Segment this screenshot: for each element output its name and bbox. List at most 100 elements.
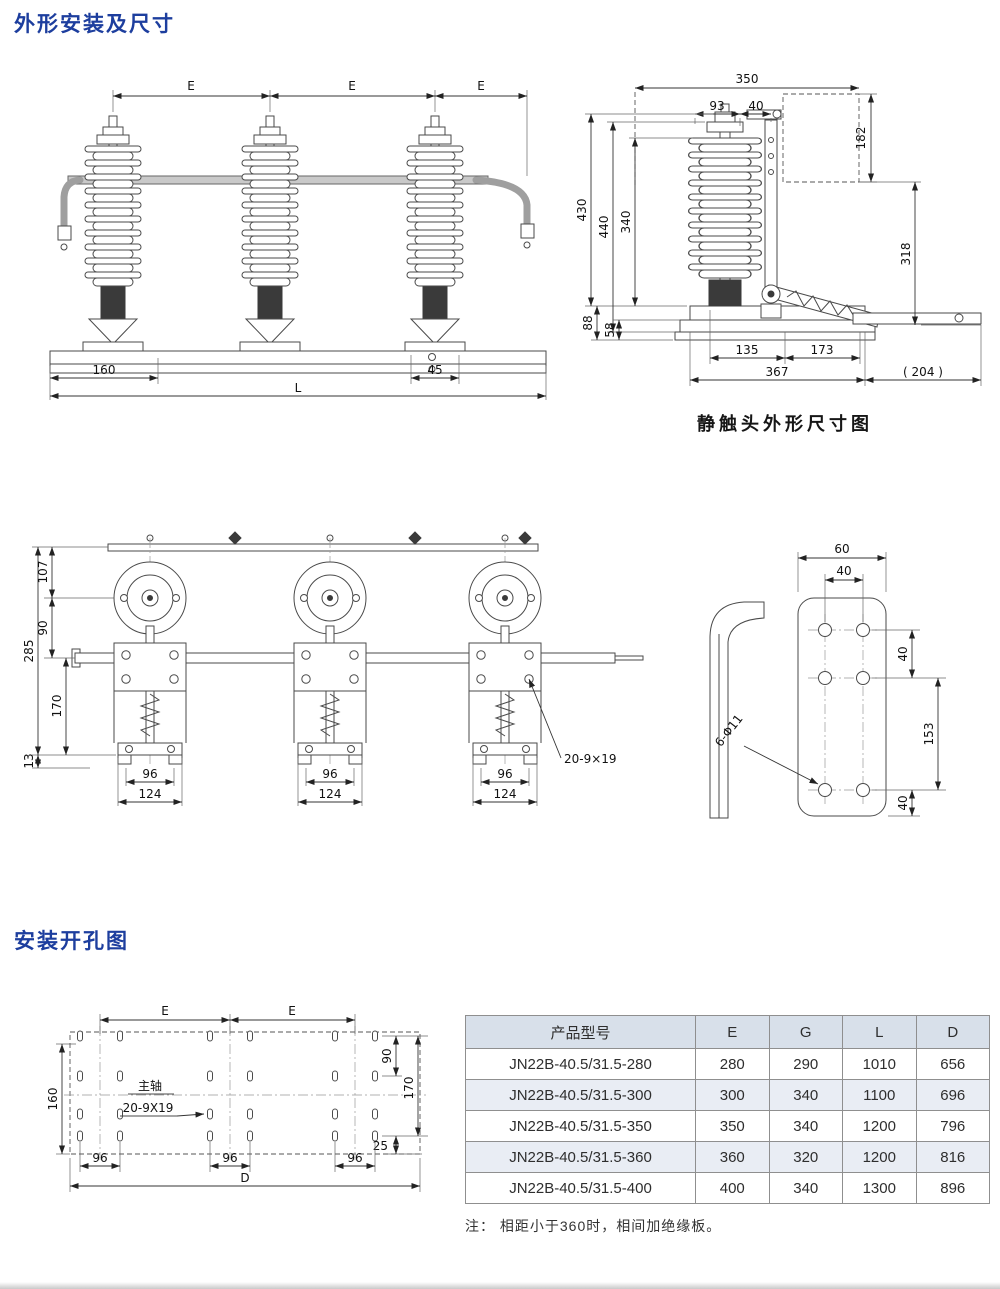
dim-label-440: 440 xyxy=(597,216,611,239)
cell-e: 280 xyxy=(695,1048,770,1080)
dim-label-L: L xyxy=(295,381,302,395)
dim-label-170: 170 xyxy=(402,1077,416,1100)
base-channel xyxy=(49,350,547,365)
cell-g: 290 xyxy=(768,1048,843,1080)
col-header-e: E xyxy=(695,1015,770,1049)
cell-e: 350 xyxy=(695,1110,770,1142)
dim-label-90: 90 xyxy=(380,1048,394,1063)
dim-label-124-3: 124 xyxy=(494,787,517,801)
table-header-row: 产品型号 E G L D xyxy=(465,1015,990,1049)
dim-label-96-2: 96 xyxy=(322,767,337,781)
dim-label-430: 430 xyxy=(575,199,589,222)
slot-spec-label: 20-9X19 xyxy=(123,1101,174,1115)
page-bottom-edge xyxy=(0,1282,1000,1289)
bracket-detail-figure: 60 40 40 153 40 6-Φ11 xyxy=(680,528,970,828)
dim-label-124-2: 124 xyxy=(319,787,342,801)
dim-label-160: 160 xyxy=(46,1088,60,1111)
table-row: JN22B-40.5/31.5-300 300 340 1100 696 xyxy=(465,1079,990,1111)
table-row: JN22B-40.5/31.5-280 280 290 1010 656 xyxy=(465,1048,990,1080)
top-view-drawing: 107 90 285 170 13 96 124 96 124 xyxy=(22,531,644,806)
table-row: JN22B-40.5/31.5-350 350 340 1200 796 xyxy=(465,1110,990,1142)
drilling-dimensions: E E 90 170 25 160 96 96 xyxy=(46,1004,428,1192)
cell-l: 1200 xyxy=(842,1110,917,1142)
table-row: JN22B-40.5/31.5-360 360 320 1200 816 xyxy=(465,1141,990,1173)
cell-d: 656 xyxy=(915,1048,990,1080)
dim-label-e1: E xyxy=(187,79,195,93)
cell-l: 1300 xyxy=(842,1172,917,1204)
cell-d: 816 xyxy=(915,1141,990,1173)
dim-label-60: 60 xyxy=(834,542,849,556)
static-contact-figure: 350 93 40 182 430 440 340 3 xyxy=(575,66,995,436)
cell-g: 340 xyxy=(768,1079,843,1111)
dim-label-40-top: 40 xyxy=(836,564,851,578)
static-contact-dimensions: 350 93 40 182 430 440 340 3 xyxy=(575,72,982,386)
section-title-drilling: 安装开孔图 xyxy=(14,930,129,953)
contact-spring xyxy=(786,290,856,319)
cell-e: 400 xyxy=(695,1172,770,1204)
cell-d: 896 xyxy=(915,1172,990,1204)
section-title-outline: 外形安装及尺寸 xyxy=(14,13,175,36)
top-view-structure xyxy=(71,531,644,767)
dim-label-96-2: 96 xyxy=(222,1151,237,1165)
bracket-structure xyxy=(709,597,887,819)
cell-l: 1010 xyxy=(842,1048,917,1080)
cell-model: JN22B-40.5/31.5-400 xyxy=(465,1172,696,1204)
cell-l: 1200 xyxy=(842,1141,917,1173)
cell-model: JN22B-40.5/31.5-360 xyxy=(465,1141,696,1173)
cell-e: 360 xyxy=(695,1141,770,1173)
dim-label-285: 285 xyxy=(22,640,36,663)
dim-label-96-1: 96 xyxy=(92,1151,107,1165)
mounting-edge xyxy=(107,543,539,552)
dashed-outline-box xyxy=(782,93,860,183)
col-header-l: L xyxy=(842,1015,917,1049)
dim-label-40-upper: 40 xyxy=(896,646,910,661)
insulator-pole-2 xyxy=(240,116,300,351)
dim-label-e1: E xyxy=(161,1004,169,1018)
bracket-side-profile xyxy=(709,601,765,819)
dim-label-182: 182 xyxy=(854,127,868,150)
cell-g: 340 xyxy=(768,1172,843,1204)
slot-spec-label: 20-9×19 xyxy=(564,752,617,766)
pole-assembly-group xyxy=(49,116,547,374)
dim-label-350: 350 xyxy=(736,72,759,86)
dim-label-107: 107 xyxy=(36,561,50,584)
dim-label-160: 160 xyxy=(93,363,116,377)
insulator-column xyxy=(687,131,763,283)
dim-label-318: 318 xyxy=(899,243,913,266)
dim-label-96-3: 96 xyxy=(497,767,512,781)
dim-label-173: 173 xyxy=(811,343,834,357)
cell-e: 300 xyxy=(695,1079,770,1111)
bracket-plate xyxy=(797,597,887,817)
top-view-figure: 107 90 285 170 13 96 124 96 124 xyxy=(22,518,660,818)
dim-label-153: 153 xyxy=(922,723,936,746)
front-view-drawing: E E E 160 45 L xyxy=(49,79,547,400)
cell-model: JN22B-40.5/31.5-300 xyxy=(465,1079,696,1111)
dim-label-40: 40 xyxy=(748,99,763,113)
insulator-pole-3 xyxy=(405,116,465,351)
col-header-model: 产品型号 xyxy=(465,1015,696,1049)
dim-label-340: 340 xyxy=(619,211,633,234)
cell-l: 1100 xyxy=(842,1079,917,1111)
bearing-assembly-1 xyxy=(113,537,187,767)
slot-holes xyxy=(77,1030,378,1142)
spec-table: 产品型号 E G L D JN22B-40.5/31.5-280 280 290… xyxy=(465,1015,990,1204)
drilling-pattern-drawing: E E 90 170 25 160 96 96 xyxy=(46,1004,428,1192)
dim-label-204: ( 204 ) xyxy=(903,365,943,379)
bearing-assembly-2 xyxy=(293,537,367,767)
dim-label-367: 367 xyxy=(766,365,789,379)
static-contact-drawing: 350 93 40 182 430 440 340 3 xyxy=(575,72,982,386)
dim-label-e3: E xyxy=(477,79,485,93)
dim-label-124-1: 124 xyxy=(139,787,162,801)
dim-label-40-lower: 40 xyxy=(896,795,910,810)
front-view-figure: E E E 160 45 L xyxy=(28,66,568,406)
static-contact-structure xyxy=(674,93,982,341)
dim-label-45: 45 xyxy=(427,363,442,377)
table-note: 注： 相距小于360时，相间加绝缘板。 xyxy=(465,1218,722,1234)
dim-label-e2: E xyxy=(288,1004,296,1018)
dim-label-93: 93 xyxy=(709,99,724,113)
dim-label-13: 13 xyxy=(22,753,36,768)
cell-d: 796 xyxy=(915,1110,990,1142)
front-view-dimensions: E E E 160 45 L xyxy=(49,79,547,400)
dim-label-170: 170 xyxy=(50,695,64,718)
